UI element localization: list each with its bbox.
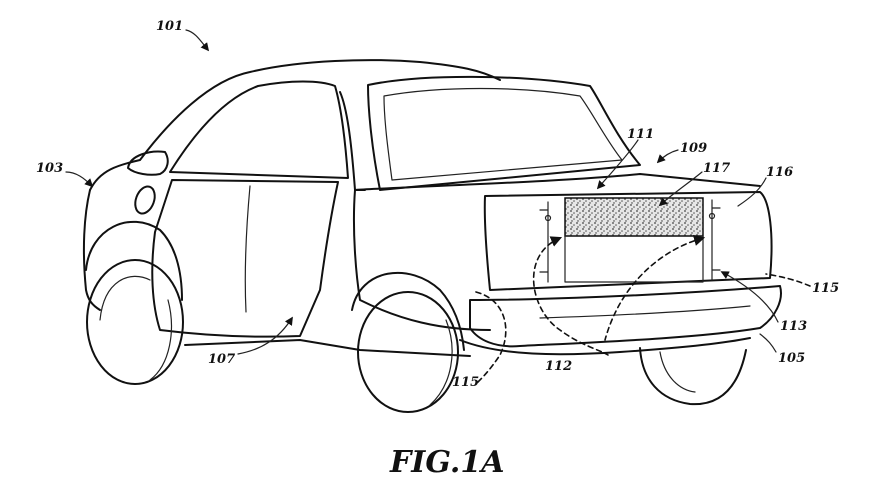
support-path-left xyxy=(475,291,507,383)
rear-window-outer xyxy=(367,75,641,191)
figure-title: FIG.1A xyxy=(389,445,504,480)
leader-103 xyxy=(65,171,94,188)
rear-wheel-tread xyxy=(429,319,453,406)
far-wheel-inner xyxy=(659,351,696,393)
leader-105 xyxy=(759,333,777,353)
label-109: 109 xyxy=(680,141,707,156)
hinge-pin-right xyxy=(708,212,716,220)
leader-116 xyxy=(737,177,767,207)
bed-rear-corner xyxy=(483,191,773,291)
leader-lines xyxy=(65,29,811,355)
label-115-right: 115 xyxy=(812,281,839,296)
hinge-pin-left xyxy=(544,214,552,222)
leader-101 xyxy=(185,29,210,52)
bed-side-rail xyxy=(354,173,761,191)
front-wheel-arch xyxy=(85,220,183,301)
reference-labels: 101 103 111 109 117 116 115 113 105 107 … xyxy=(36,19,839,390)
door-outline xyxy=(151,179,339,338)
label-113: 113 xyxy=(780,319,807,334)
leader-109 xyxy=(656,149,679,164)
label-107: 107 xyxy=(208,352,235,367)
leader-111 xyxy=(596,139,639,190)
leader-113 xyxy=(720,271,779,323)
storage-panel-117 xyxy=(564,197,704,237)
cab-rear-pillar xyxy=(339,91,366,191)
side-window xyxy=(169,80,349,179)
rear-wheel xyxy=(357,291,459,413)
label-116: 116 xyxy=(766,165,793,180)
label-105: 105 xyxy=(778,351,805,366)
label-103: 103 xyxy=(36,161,63,176)
label-117: 117 xyxy=(703,161,730,176)
leader-107 xyxy=(237,316,293,355)
actuation-path-left xyxy=(532,236,609,356)
body-sill xyxy=(184,339,471,357)
truck xyxy=(82,59,782,357)
label-101: 101 xyxy=(156,19,183,34)
tailgate-opening xyxy=(564,235,704,283)
door-seam xyxy=(244,185,251,313)
rear-window-inner xyxy=(383,87,623,181)
bumper-crease xyxy=(539,305,751,319)
cab-outline xyxy=(89,59,501,191)
leader-117 xyxy=(658,171,703,207)
leader-115-right xyxy=(765,273,811,287)
wheels xyxy=(85,220,747,413)
label-111: 111 xyxy=(627,127,654,142)
label-112: 112 xyxy=(545,359,572,374)
label-115-left: 115 xyxy=(452,375,479,390)
side-mirror xyxy=(127,150,169,176)
hinge-right xyxy=(711,199,721,281)
front-wheel-tread xyxy=(99,275,173,381)
body-lower-edge xyxy=(459,337,751,356)
far-wheel xyxy=(639,347,747,406)
front-outline xyxy=(82,189,101,311)
rear-wheel-arch xyxy=(351,271,465,351)
fuel-door xyxy=(134,185,156,215)
rear-bumper xyxy=(469,285,782,348)
actuation-path-right xyxy=(604,235,706,341)
front-wheel xyxy=(86,259,184,385)
hinge-left xyxy=(539,201,549,283)
tailgate-assembly xyxy=(475,197,721,383)
